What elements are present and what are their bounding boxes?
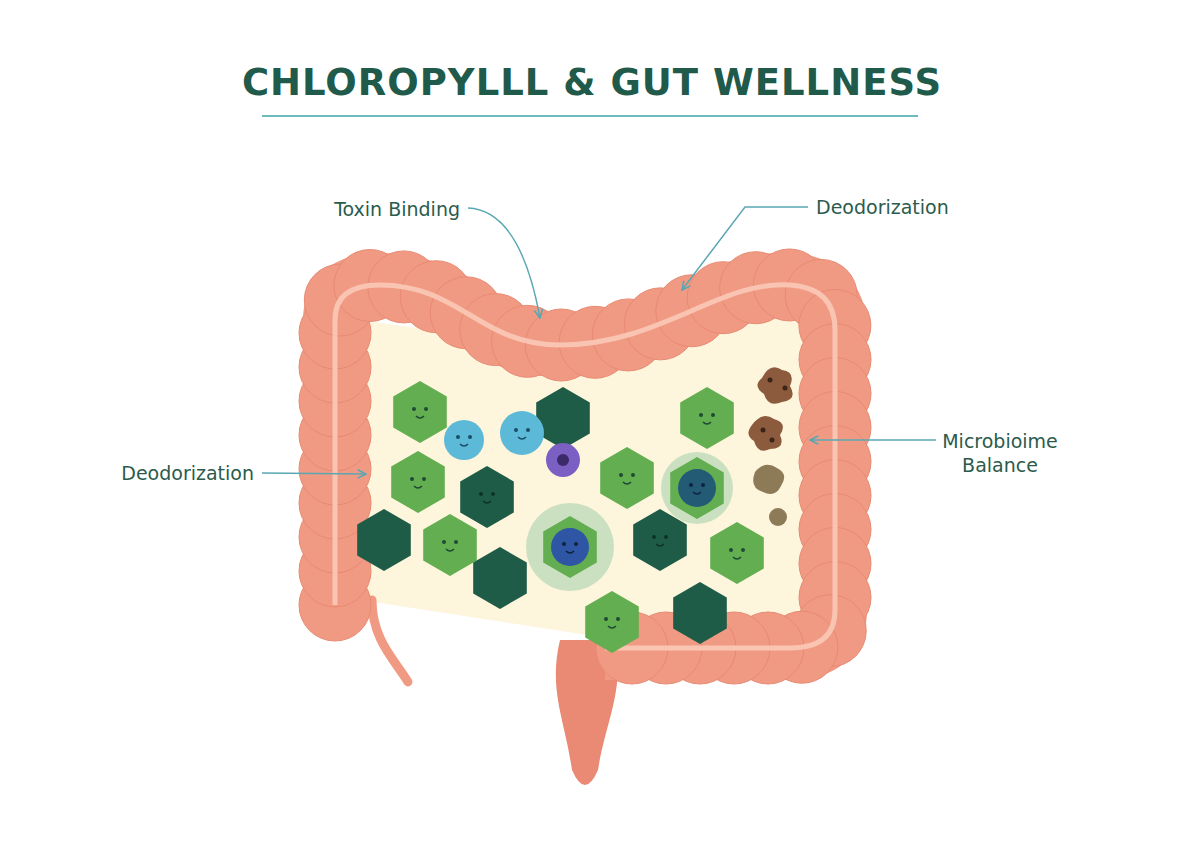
leader-line (262, 473, 366, 474)
hex-cell (526, 503, 614, 591)
leader-line (682, 207, 808, 290)
title: CHLOROPYLLL & GUT WELLNESS (242, 61, 942, 104)
toxin-particle (769, 508, 787, 526)
hex-cell (633, 509, 687, 571)
colon-highlight (335, 285, 835, 648)
toxin-particle (753, 465, 784, 494)
hex-cell (585, 591, 639, 653)
callout-label: Deodorization (121, 461, 254, 485)
bacteria-cell (444, 420, 484, 460)
colon-wall (335, 285, 835, 648)
toxin-particle (757, 367, 792, 403)
chlorophyll-cells (357, 367, 792, 653)
hex-cell (680, 387, 734, 449)
hex-cell (393, 381, 447, 443)
appendix (372, 600, 408, 682)
bacteria-cell (500, 411, 544, 455)
hex-cell (710, 522, 764, 584)
hex-cell (536, 387, 590, 449)
leader-line (810, 439, 936, 441)
leader-line (468, 208, 540, 318)
hex-cell (423, 514, 477, 576)
hex-cell (460, 466, 514, 528)
hex-cell (391, 451, 445, 513)
callout-label: Microbioime Balance (940, 429, 1060, 477)
colon-lumen (360, 300, 820, 640)
colon (299, 249, 871, 785)
hex-cell (473, 547, 527, 609)
hex-cell (661, 452, 733, 524)
callout-label: Toxin Binding (334, 197, 460, 221)
hex-cell (673, 582, 727, 644)
hex-cell (600, 447, 654, 509)
toxin-particle (748, 416, 782, 451)
callout-label: Deodorization (816, 195, 949, 219)
title-underline (262, 115, 918, 117)
bacteria-cell (546, 443, 580, 477)
hex-cell (357, 509, 411, 571)
